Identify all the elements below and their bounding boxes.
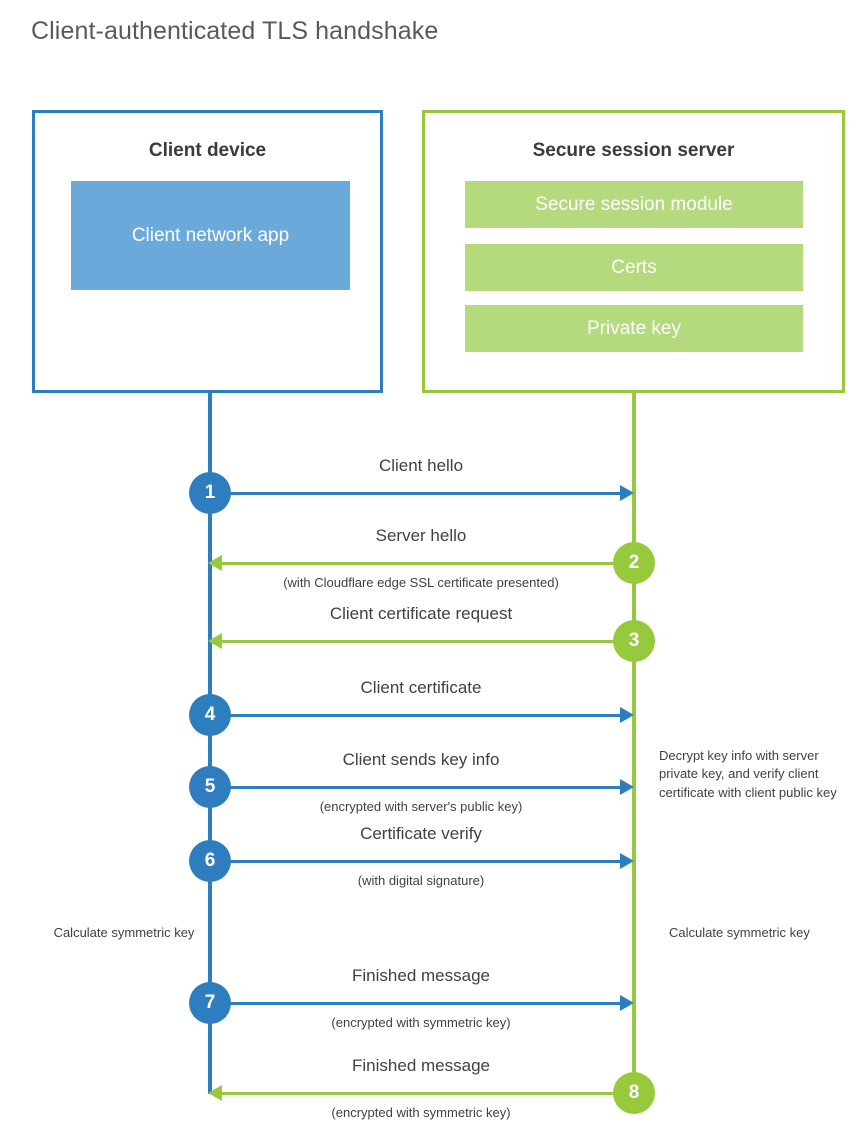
step-arrow-line-7 <box>210 1002 630 1005</box>
step-arrow-head-8 <box>208 1085 222 1101</box>
step-number-badge-6: 6 <box>189 840 231 882</box>
step-label-3: Client certificate request <box>329 604 513 623</box>
step-label-5: Client sends key info <box>342 750 500 769</box>
step-label-4: Client certificate <box>360 678 482 697</box>
step-arrow-head-7 <box>620 995 634 1011</box>
server-component-private-key: Private key <box>465 305 803 352</box>
step-label-7: Finished message <box>352 966 490 985</box>
server-decrypt-note: Decrypt key info with server private key… <box>659 748 837 800</box>
step-sublabel-2: (with Cloudflare edge SSL certificate pr… <box>283 575 559 590</box>
step-label-2: Server hello <box>375 526 467 545</box>
server-calculate-symmetric-key-note: Calculate symmetric key <box>669 925 810 940</box>
secure-session-server-box: Secure session server Secure session mod… <box>422 110 845 393</box>
step-arrow-head-2 <box>208 555 222 571</box>
client-network-app-box: Client network app <box>71 181 350 290</box>
step-arrow-line-5 <box>210 786 630 789</box>
step-arrow-head-4 <box>620 707 634 723</box>
step-number-badge-1: 1 <box>189 472 231 514</box>
client-network-app-label: Client network app <box>131 224 290 246</box>
step-number-badge-8: 8 <box>613 1072 655 1114</box>
step-number-badge-3: 3 <box>613 620 655 662</box>
step-sublabel-6: (with digital signature) <box>357 873 485 888</box>
server-component-secure-session-module: Secure session module <box>465 181 803 228</box>
step-sublabel-5: (encrypted with server's public key) <box>319 799 523 814</box>
step-sublabel-7: (encrypted with symmetric key) <box>331 1015 511 1030</box>
client-calculate-symmetric-key-note: Calculate symmetric key <box>53 925 195 940</box>
step-number-badge-2: 2 <box>613 542 655 584</box>
page-title: Client-authenticated TLS handshake <box>31 17 439 45</box>
step-number-badge-5: 5 <box>189 766 231 808</box>
secure-session-server-title: Secure session server <box>532 140 735 161</box>
client-device-box: Client device Client network app <box>32 110 383 393</box>
server-lifeline <box>632 393 636 1094</box>
step-number-badge-4: 4 <box>189 694 231 736</box>
step-arrow-line-1 <box>210 492 630 495</box>
client-lifeline <box>208 393 212 1094</box>
step-arrow-line-8 <box>212 1092 632 1095</box>
step-arrow-line-4 <box>210 714 630 717</box>
client-device-title: Client device <box>148 140 267 161</box>
server-component-certs: Certs <box>465 244 803 291</box>
step-arrow-head-3 <box>208 633 222 649</box>
step-arrow-line-2 <box>212 562 632 565</box>
step-label-1: Client hello <box>378 456 464 475</box>
step-label-8: Finished message <box>352 1056 490 1075</box>
step-sublabel-8: (encrypted with symmetric key) <box>331 1105 511 1120</box>
step-arrow-head-5 <box>620 779 634 795</box>
step-label-6: Certificate verify <box>360 824 482 843</box>
step-arrow-head-1 <box>620 485 634 501</box>
step-arrow-head-6 <box>620 853 634 869</box>
step-arrow-line-6 <box>210 860 630 863</box>
step-number-badge-7: 7 <box>189 982 231 1024</box>
step-arrow-line-3 <box>212 640 632 643</box>
